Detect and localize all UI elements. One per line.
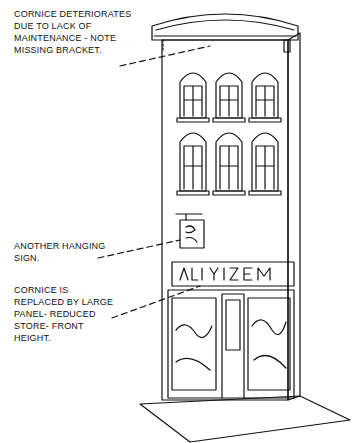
window-sash: [256, 86, 274, 116]
hanging-sign: [180, 220, 204, 248]
missing-bracket: [162, 40, 163, 52]
callout-note: CORNICE IS REPLACED BY LARGE PANEL- REDU…: [14, 284, 114, 344]
window-sill: [177, 118, 209, 122]
arched-window: [180, 73, 206, 118]
window-sash: [220, 146, 238, 189]
window-sill: [177, 191, 209, 195]
cornice: [152, 14, 298, 40]
sign-scribble: [186, 226, 197, 242]
cornice-molding: [154, 35, 296, 36]
leader-lines: [98, 46, 210, 318]
sidewalk-slab: [140, 396, 350, 442]
leader-line: [112, 286, 200, 318]
leader-line: [98, 240, 180, 258]
large-panel-sign: [172, 262, 294, 286]
window-sill: [213, 191, 245, 195]
display-window: [172, 298, 216, 390]
window-sill: [249, 118, 281, 122]
window-sash: [184, 146, 202, 189]
entry-door: [222, 294, 244, 398]
cornice-molding: [156, 20, 294, 30]
window-display-scribble: [176, 320, 286, 370]
window-sash: [256, 146, 274, 189]
window-sill: [213, 118, 245, 122]
arched-window: [252, 133, 278, 191]
storefront: [168, 290, 294, 398]
window-sash: [184, 86, 202, 116]
leader-line: [120, 46, 210, 66]
sign-bracket: [176, 214, 202, 220]
arched-window: [180, 133, 206, 191]
upper-windows: [177, 73, 281, 195]
facade-wall: [162, 40, 288, 400]
cornice-bracket: [284, 40, 290, 52]
arched-window: [252, 73, 278, 118]
callout-note: ANOTHER HANGING SIGN.: [14, 240, 110, 264]
window-sash: [220, 86, 238, 116]
display-window: [248, 298, 290, 390]
arched-window: [216, 133, 242, 191]
window-sill: [249, 191, 281, 195]
callout-note: CORNICE DETERIORATES DUE TO LACK OF MAIN…: [14, 8, 142, 56]
arched-window: [216, 73, 242, 118]
panel-lettering: [180, 268, 270, 280]
